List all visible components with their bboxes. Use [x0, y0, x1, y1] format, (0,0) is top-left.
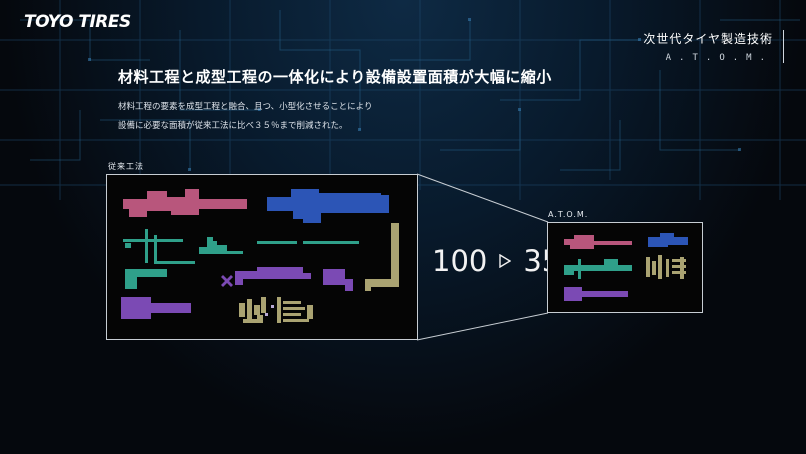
- page-title: 材料工程と成型工程の一体化により設備設置面積が大幅に縮小: [118, 68, 552, 86]
- teal-equipment-dot: [125, 243, 131, 248]
- lavender-details: [265, 305, 274, 316]
- khaki-equipment: [365, 223, 399, 291]
- atom-teal-post: [578, 259, 581, 279]
- atom-pink-equipment: [564, 235, 632, 249]
- before-value: 100: [432, 244, 488, 278]
- toyo-tires-logo: TOYO TIRES: [24, 12, 131, 32]
- teal-equipment-line-1: [123, 239, 183, 242]
- teal-gantry: [199, 241, 243, 254]
- brand-title: 次世代タイヤ製造技術: [643, 32, 773, 46]
- pink-equipment: [123, 189, 247, 217]
- khaki-clutter-group: [239, 297, 313, 323]
- atom-teal-equipment: [564, 259, 632, 275]
- atom-khaki-clutter: [646, 255, 686, 279]
- conventional-layout-map: [121, 189, 399, 323]
- atom-label: A.T.O.M.: [548, 210, 589, 219]
- description: 材料工程の要素を成型工程と融合、且つ、小型化させることにより 設備に必要な面積が…: [118, 98, 373, 136]
- purple-equipment-3: [121, 297, 191, 319]
- purple-equipment-2: [323, 269, 353, 291]
- conventional-layout-box: [106, 174, 418, 340]
- teal-bar: [257, 241, 297, 244]
- atom-blue-equipment: [648, 233, 688, 247]
- teal-bar-2: [303, 241, 359, 244]
- atom-layout-map: [564, 233, 688, 301]
- triangle-right-icon: [499, 254, 512, 268]
- conventional-label: 従来工法: [108, 162, 144, 171]
- teal-equipment-post: [145, 229, 148, 263]
- area-ratio: 100 35: [432, 244, 560, 278]
- description-line-2: 設備に必要な面積が従来工法に比べ３５％まで削減された。: [118, 121, 348, 131]
- atom-layout-box: [547, 222, 703, 313]
- purple-x-marker: [219, 275, 233, 287]
- purple-equipment-1: [235, 267, 311, 285]
- teal-equipment-line-2: [154, 235, 195, 264]
- blue-equipment: [267, 189, 389, 223]
- atom-brand-block: 次世代タイヤ製造技術 A.T.O.M.: [643, 30, 784, 63]
- khaki-pad: [369, 281, 383, 287]
- atom-purple-equipment: [564, 287, 628, 301]
- brand-subtitle: A.T.O.M.: [665, 53, 773, 63]
- teal-block: [125, 269, 167, 289]
- teal-gantry-cap: [207, 237, 213, 241]
- description-line-1: 材料工程の要素を成型工程と融合、且つ、小型化させることにより: [118, 102, 373, 112]
